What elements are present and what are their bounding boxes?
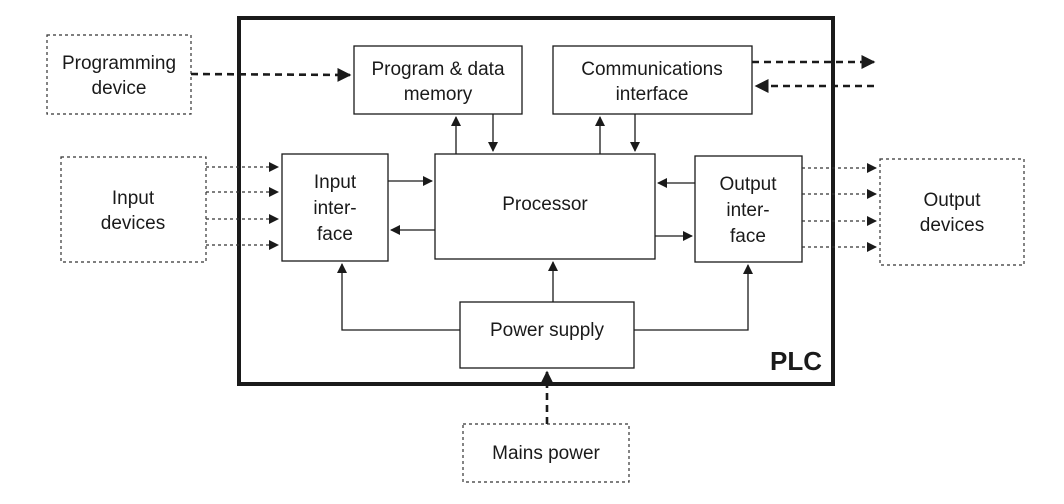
power-supply-label: Power supply xyxy=(490,320,605,341)
output-devices-label-line-1: Output xyxy=(923,190,981,211)
input-interface-node: Input inter- face xyxy=(281,153,389,262)
input-interface-label-line-3: face xyxy=(317,224,353,245)
programming-device-node: Programming device xyxy=(46,34,192,115)
output-interface-label-line-1: Output xyxy=(719,174,777,195)
output-interface-label-line-3: face xyxy=(730,226,766,247)
communications-interface-label-line-2: interface xyxy=(616,84,689,105)
edge-programming-to-memory xyxy=(190,67,352,82)
output-interface-node: Output inter- face xyxy=(694,155,803,263)
edge-power-to-output-interface xyxy=(634,264,753,331)
mains-power-node: Mains power xyxy=(462,423,630,483)
plc-frame xyxy=(237,16,835,386)
communications-interface-node: Communications interface xyxy=(552,45,753,115)
programming-device-label-line-2: device xyxy=(92,78,147,99)
plc-label: PLC xyxy=(770,346,822,376)
input-devices-node: Input devices xyxy=(60,156,207,263)
memory-node: Program & data memory xyxy=(353,45,523,115)
mains-power-label: Mains power xyxy=(492,443,600,464)
input-interface-label-line-2: inter- xyxy=(313,198,356,219)
output-devices-node: Output devices xyxy=(879,158,1025,266)
processor-node: Processor xyxy=(434,153,656,260)
input-devices-label-line-1: Input xyxy=(112,188,155,209)
memory-label-line-1: Program & data xyxy=(371,59,504,80)
processor-label: Processor xyxy=(502,194,588,215)
output-devices-label-line-2: devices xyxy=(920,215,984,236)
memory-label-line-2: memory xyxy=(404,84,473,105)
communications-interface-label-line-1: Communications xyxy=(581,59,723,80)
output-interface-label-line-2: inter- xyxy=(726,200,769,221)
programming-device-label-line-1: Programming xyxy=(62,53,176,74)
edge-power-to-input-interface xyxy=(337,263,460,331)
input-interface-label-line-1: Input xyxy=(314,172,357,193)
input-devices-label-line-2: devices xyxy=(101,213,165,234)
power-supply-node: Power supply xyxy=(459,301,635,369)
